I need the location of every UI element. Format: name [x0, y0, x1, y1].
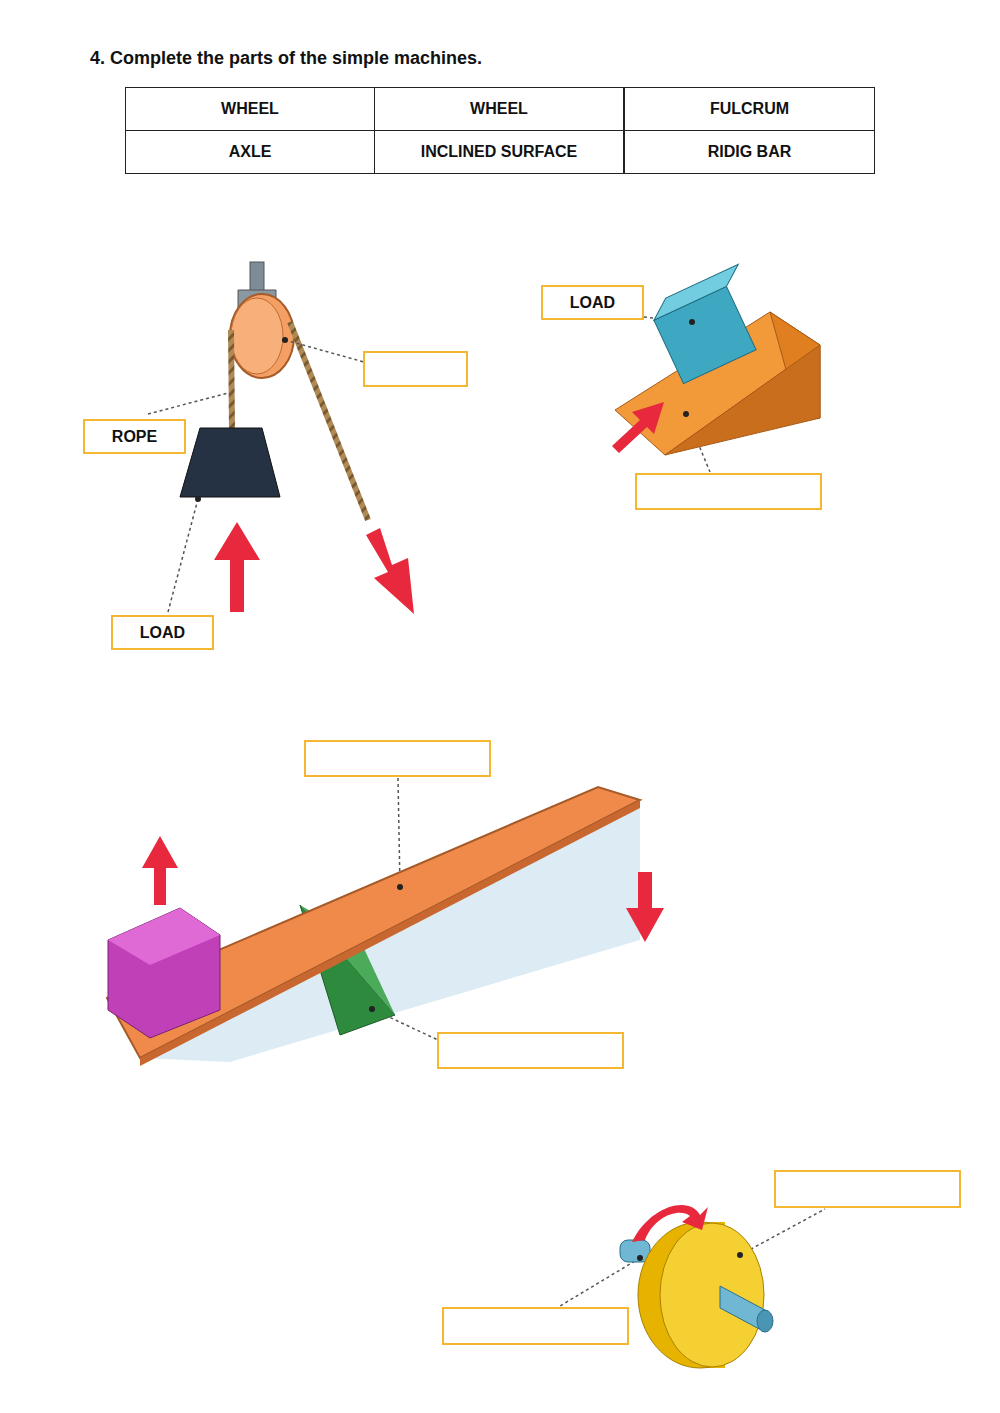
question-title: 4. Complete the parts of the simple mach… [90, 48, 482, 69]
table-cell: WHEEL [125, 87, 375, 131]
part-name: FULCRUM [710, 100, 789, 118]
part-name: RIDIG BAR [708, 143, 792, 161]
table-cell: RIDIG BAR [624, 130, 875, 174]
part-name: INCLINED SURFACE [421, 143, 577, 161]
part-label: LOAD [570, 294, 615, 312]
label-box: LOAD [541, 285, 644, 320]
table-cell: FULCRUM [624, 87, 875, 131]
label-box: LOAD [111, 615, 214, 650]
table-cell: AXLE [125, 130, 375, 174]
part-label: ROPE [112, 428, 157, 446]
label-box: ROPE [83, 419, 186, 454]
table-cell: WHEEL [374, 87, 624, 131]
part-name: WHEEL [470, 100, 528, 118]
part-name: WHEEL [221, 100, 279, 118]
part-label: LOAD [140, 624, 185, 642]
table-cell: INCLINED SURFACE [374, 130, 624, 174]
part-name: AXLE [229, 143, 272, 161]
